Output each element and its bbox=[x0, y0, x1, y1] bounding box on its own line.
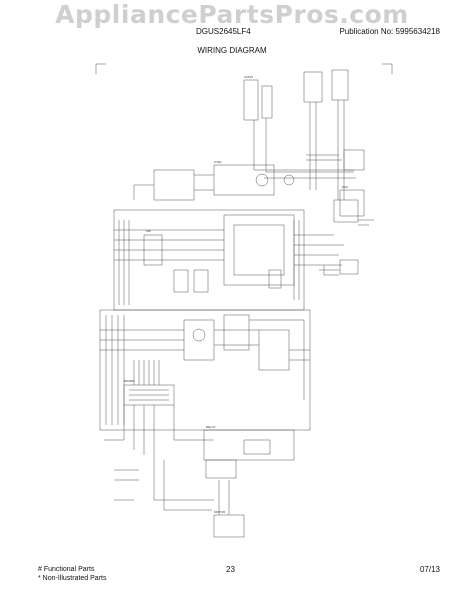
svg-text:CTRL: CTRL bbox=[214, 160, 222, 164]
svg-text:MOTOR: MOTOR bbox=[214, 510, 226, 514]
svg-text:RELAY: RELAY bbox=[206, 425, 216, 429]
watermark-logo: AppliancePartsPros.com bbox=[55, 0, 409, 29]
svg-text:SW: SW bbox=[146, 229, 151, 233]
wiring-diagram: CONN CTRL SW BOARD RELAY FAN MOTOR bbox=[95, 63, 393, 538]
svg-text:FAN: FAN bbox=[342, 185, 348, 189]
footer-legend: # Functional Parts * Non-Illustrated Par… bbox=[38, 565, 106, 583]
legend-functional-parts: # Functional Parts bbox=[38, 566, 95, 573]
publication-date: 07/13 bbox=[419, 565, 440, 574]
page-number: 23 bbox=[226, 565, 235, 574]
svg-text:BOARD: BOARD bbox=[124, 379, 136, 383]
publication-number: Publication No: 5995634218 bbox=[339, 27, 440, 36]
legend-non-illustrated-parts: * Non-Illustrated Parts bbox=[38, 575, 107, 582]
model-number: DGUS2645LF4 bbox=[196, 27, 251, 36]
page-title: WIRING DIAGRAM bbox=[197, 46, 267, 55]
svg-text:CONN: CONN bbox=[244, 75, 253, 79]
